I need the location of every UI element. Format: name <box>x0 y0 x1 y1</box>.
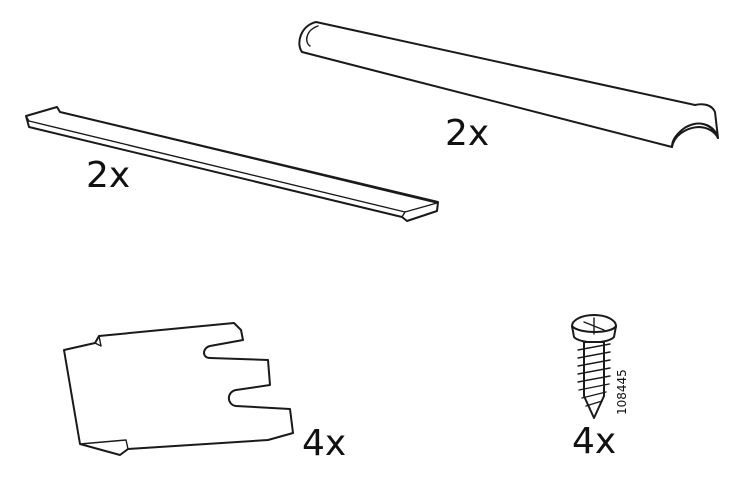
slotted-plate-illustration <box>63 322 294 456</box>
part-number: 108445 <box>615 369 629 415</box>
screw-quantity: 4x <box>572 421 617 462</box>
half-round-cover-quantity: 2x <box>445 113 490 154</box>
screw-illustration <box>571 314 617 419</box>
half-round-cover-illustration <box>298 21 719 148</box>
flat-rail-quantity: 2x <box>86 155 131 196</box>
flat-rail-illustration <box>25 106 439 222</box>
slotted-plate-quantity: 4x <box>302 423 347 464</box>
